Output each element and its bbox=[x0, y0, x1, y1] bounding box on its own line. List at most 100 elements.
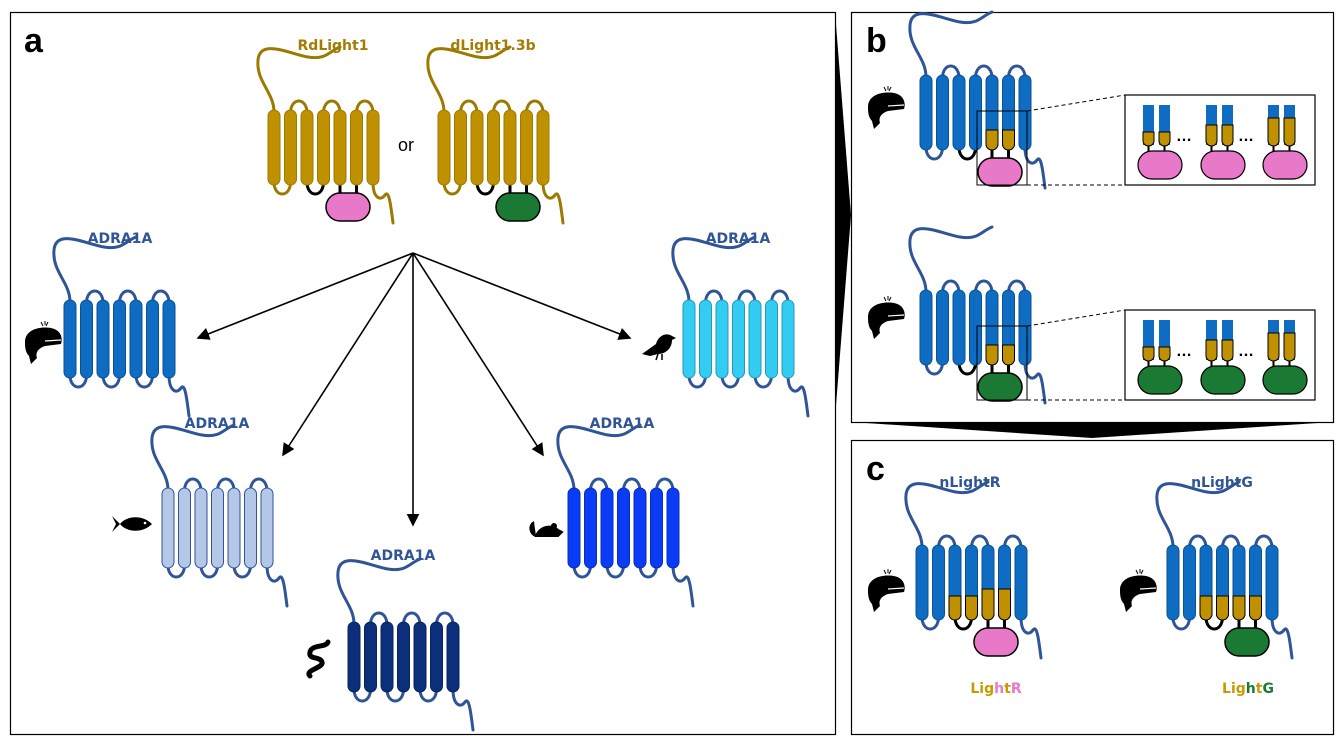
extracellular-loop bbox=[770, 289, 790, 304]
transmembrane-helix bbox=[437, 109, 451, 186]
extracellular-loop bbox=[704, 289, 724, 304]
sensor-helix-segment bbox=[1142, 346, 1155, 362]
intracellular-loop bbox=[352, 688, 372, 703]
red-fluorescent-protein bbox=[977, 157, 1023, 187]
helix-segment bbox=[1159, 105, 1170, 145]
whale-icon bbox=[25, 321, 62, 364]
fluorescent-protein bbox=[1200, 150, 1246, 180]
caption-part: h bbox=[994, 681, 1004, 697]
transmembrane-helix bbox=[969, 74, 982, 151]
extracellular-loop bbox=[1188, 534, 1208, 549]
adra1a-mouse bbox=[556, 423, 695, 608]
sensor-helix-segment bbox=[985, 129, 999, 151]
whale-spout bbox=[40, 321, 49, 327]
c-terminus bbox=[265, 563, 289, 608]
transmembrane-helix bbox=[1014, 544, 1028, 621]
fish-body bbox=[112, 516, 152, 532]
transmembrane-helix bbox=[284, 109, 297, 186]
n-terminus bbox=[671, 235, 757, 304]
intracellular-loop bbox=[166, 564, 186, 579]
intracellular-loop bbox=[272, 181, 292, 196]
intracellular-loop bbox=[605, 564, 625, 579]
linker-loop bbox=[1204, 616, 1224, 631]
bird-icon bbox=[642, 334, 676, 361]
transmembrane-helix bbox=[915, 544, 929, 621]
transmembrane-helix bbox=[666, 487, 680, 569]
extracellular-loop bbox=[1007, 64, 1027, 79]
sensor-helix-segment bbox=[1232, 595, 1246, 621]
transmembrane-helix bbox=[470, 109, 484, 186]
extracellular-loop bbox=[1003, 534, 1023, 549]
transmembrane-helix bbox=[584, 487, 597, 569]
sensor-helix-segment bbox=[1221, 339, 1234, 362]
ellipsis-icon: … bbox=[1238, 128, 1254, 145]
whale-body bbox=[868, 302, 905, 339]
transmembrane-helix bbox=[520, 109, 533, 186]
extracellular-loop bbox=[459, 99, 479, 114]
linker-loop bbox=[953, 616, 973, 631]
transmembrane-helix bbox=[952, 289, 966, 366]
sensor-helix-segment bbox=[1158, 131, 1171, 147]
transmembrane-helix bbox=[80, 299, 93, 379]
whale-mouth bbox=[887, 104, 905, 107]
extracellular-loop bbox=[118, 289, 138, 304]
n-terminus bbox=[336, 557, 422, 626]
helix-segment bbox=[1159, 320, 1170, 360]
transmembrane-helix bbox=[617, 487, 630, 569]
intracellular-loop bbox=[1171, 616, 1191, 631]
transmembrane-helix bbox=[380, 621, 394, 693]
extracellular-loop bbox=[435, 611, 455, 626]
transmembrane-helix bbox=[194, 487, 208, 569]
extracellular-loop bbox=[322, 99, 342, 114]
c-terminus bbox=[167, 373, 191, 418]
intracellular-loop bbox=[418, 688, 438, 703]
fluorescent-protein bbox=[1200, 365, 1246, 395]
whale-spout bbox=[883, 86, 892, 92]
transmembrane-helix bbox=[178, 487, 191, 569]
green-fluorescent-protein bbox=[495, 192, 541, 222]
sensor-helix-segment bbox=[1142, 131, 1155, 147]
sensor-helix-segment bbox=[1267, 117, 1280, 147]
transmembrane-helix bbox=[503, 109, 517, 186]
fluorescent-protein bbox=[1137, 150, 1183, 180]
sensor-helix-segment bbox=[1267, 332, 1280, 362]
whale-spout bbox=[883, 569, 892, 575]
extracellular-loop bbox=[1254, 534, 1274, 549]
sensor-helix-segment bbox=[948, 595, 962, 621]
extracellular-loop bbox=[402, 611, 422, 626]
transmembrane-helix bbox=[919, 74, 933, 151]
linker-loop bbox=[305, 181, 325, 196]
extracellular-loop bbox=[183, 477, 203, 492]
sensor-helix-segment bbox=[965, 595, 978, 621]
n-terminus bbox=[52, 235, 138, 304]
extracellular-loop bbox=[216, 477, 236, 492]
extracellular-loop bbox=[941, 279, 961, 294]
sensor-label-rdlight1: RdLight1 bbox=[298, 38, 369, 54]
whale-body bbox=[25, 327, 62, 364]
c-terminus bbox=[671, 563, 695, 608]
transmembrane-helix bbox=[969, 289, 982, 366]
arrow bbox=[282, 252, 414, 457]
bird-body bbox=[642, 334, 676, 356]
sensor-helix-segment bbox=[1205, 124, 1218, 147]
transmembrane-helix bbox=[748, 299, 762, 379]
fluorescent-protein bbox=[1262, 150, 1308, 180]
whale-mouth bbox=[887, 587, 905, 590]
intracellular-loop bbox=[385, 688, 405, 703]
c-terminus bbox=[451, 687, 475, 732]
transmembrane-helix bbox=[113, 299, 126, 379]
linker-loop bbox=[475, 181, 495, 196]
transmembrane-helix bbox=[682, 299, 696, 379]
zoom-inset: …… bbox=[1124, 94, 1316, 186]
intracellular-loop bbox=[638, 564, 658, 579]
sensor-helix-segment bbox=[1205, 339, 1218, 362]
extracellular-loop bbox=[1221, 534, 1241, 549]
transmembrane-helix bbox=[600, 487, 614, 569]
adra1a-bird bbox=[671, 235, 810, 418]
whale-mouth bbox=[1139, 587, 1157, 590]
zoom-region-box bbox=[976, 325, 1028, 401]
c-terminus bbox=[786, 373, 810, 418]
caption-part: t bbox=[1256, 681, 1263, 697]
intracellular-loop bbox=[442, 181, 462, 196]
arrow bbox=[412, 252, 632, 340]
